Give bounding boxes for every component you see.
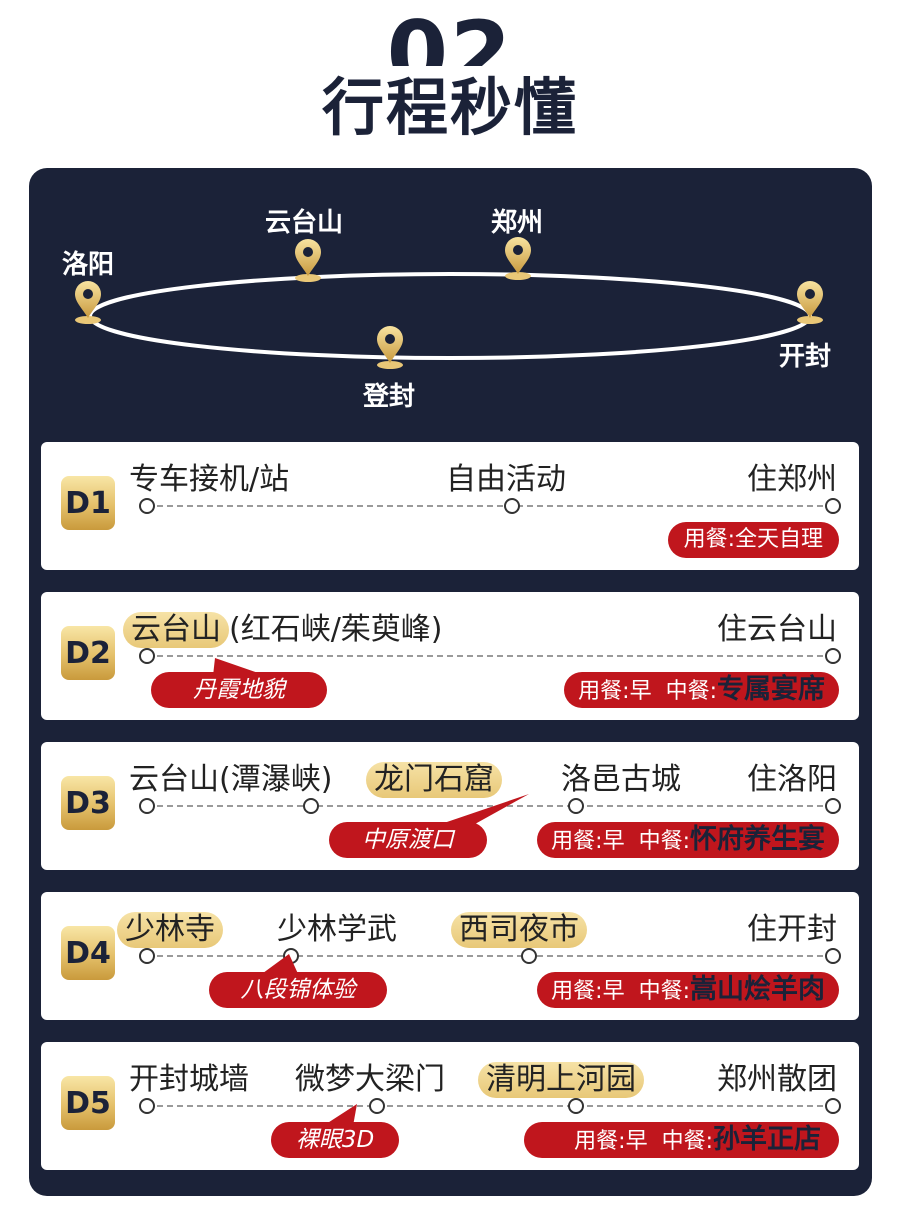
timeline-line <box>147 805 833 807</box>
timeline-dot <box>825 948 841 964</box>
pin-luoyang-icon <box>75 281 101 324</box>
meal-lunch: 怀府养生宴 <box>690 824 825 855</box>
day-stop: (红石峡/茱萸峰) <box>229 612 443 647</box>
day-stop: 云台山(潭瀑峡) <box>129 762 333 797</box>
meal-lunch: 专属宴席 <box>717 674 825 705</box>
section-number: 02 <box>386 10 514 66</box>
timeline-dot <box>504 498 520 514</box>
day-badge: D2 <box>61 626 115 680</box>
day-stop: 专车接机/站 <box>129 462 290 497</box>
route-ellipse <box>75 237 823 369</box>
meal-badge: 用餐:全天自理 <box>667 522 839 558</box>
day-stop-highlight: 清明上河园 <box>478 1062 644 1098</box>
day-card-2: D2 云台山 (红石峡/茱萸峰) 住云台山 丹霞地貌 用餐:早中餐:专属宴席 <box>41 592 859 720</box>
meal-text: 用餐:全天自理 <box>683 527 823 552</box>
pin-dengfeng-icon <box>377 326 403 369</box>
page-title: 行程秒懂 <box>321 71 578 144</box>
timeline-dot <box>139 948 155 964</box>
day-stop-highlight: 云台山 <box>123 612 229 648</box>
day-badge: D1 <box>61 476 115 530</box>
feature-tag: 丹霞地貌 <box>151 672 327 708</box>
day-card-3: D3 云台山(潭瀑峡) 龙门石窟 洛邑古城 住洛阳 中原渡口 用餐:早中餐:怀府… <box>41 742 859 870</box>
day-stop: 自由活动 <box>446 462 566 497</box>
tag-pointer-icon <box>323 1104 357 1126</box>
pin-zhengzhou-icon <box>505 237 531 280</box>
meal-lunch-label: 中餐: <box>638 979 690 1004</box>
day-stop: 住洛阳 <box>747 762 837 797</box>
timeline-dot <box>521 948 537 964</box>
day-card-1: D1 专车接机/站 自由活动 住郑州 用餐:全天自理 <box>41 442 859 570</box>
tag-pointer-icon <box>259 954 299 976</box>
feature-tag: 中原渡口 <box>329 822 487 858</box>
timeline-dot <box>139 1098 155 1114</box>
meal-lunch: 孙羊正店 <box>713 1124 821 1155</box>
day-badge: D3 <box>61 776 115 830</box>
timeline-dot <box>139 798 155 814</box>
day-stop-highlight: 少林寺 <box>117 912 223 948</box>
city-yuntaishan: 云台山 <box>265 208 344 238</box>
timeline-dot <box>825 498 841 514</box>
timeline-dot <box>825 1098 841 1114</box>
timeline-line <box>147 655 833 657</box>
tag-pointer-icon <box>213 658 267 676</box>
city-dengfeng: 登封 <box>363 382 416 412</box>
meal-badge: 用餐:早中餐:孙羊正店 <box>524 1122 839 1158</box>
day-stop: 少林学武 <box>277 912 397 947</box>
pin-kaifeng-icon <box>797 281 823 324</box>
timeline-dot <box>568 1098 584 1114</box>
meal-breakfast: 用餐:早 <box>574 1129 648 1154</box>
timeline-dot <box>568 798 584 814</box>
meal-lunch-label: 中餐: <box>661 1129 713 1154</box>
city-luoyang: 洛阳 <box>62 250 115 280</box>
meal-lunch-label: 中餐: <box>665 679 717 704</box>
day-card-5: D5 开封城墙 微梦大梁门 清明上河园 郑州散团 裸眼3D 用餐:早中餐:孙羊正… <box>41 1042 859 1170</box>
timeline-line <box>147 1105 833 1107</box>
timeline-dot <box>139 648 155 664</box>
timeline-dot <box>825 648 841 664</box>
timeline-dot <box>139 498 155 514</box>
day-stop: 郑州散团 <box>717 1062 837 1097</box>
city-zhengzhou: 郑州 <box>491 208 544 238</box>
route-map: 洛阳 云台山 郑州 开封 登封 <box>29 168 872 428</box>
city-kaifeng: 开封 <box>779 342 832 372</box>
meal-badge: 用餐:早中餐:怀府养生宴 <box>537 822 839 858</box>
pin-yuntaishan-icon <box>295 239 321 282</box>
day-stop: 微梦大梁门 <box>295 1062 445 1097</box>
timeline-dot <box>825 798 841 814</box>
meal-badge: 用餐:早中餐:嵩山烩羊肉 <box>537 972 839 1008</box>
meal-breakfast: 用餐:早 <box>578 679 652 704</box>
tag-pointer-icon <box>441 794 529 824</box>
itinerary-panel: 洛阳 云台山 郑州 开封 登封 D1 专车接机/站 自由活动 住郑州 用餐:全天… <box>29 168 872 1196</box>
timeline-line <box>147 505 833 507</box>
day-stop: 住郑州 <box>747 462 837 497</box>
meal-lunch: 嵩山烩羊肉 <box>690 974 825 1005</box>
meal-breakfast: 用餐:早 <box>551 979 625 1004</box>
meal-badge: 用餐:早中餐:专属宴席 <box>564 672 839 708</box>
day-badge: D5 <box>61 1076 115 1130</box>
day-card-4: D4 少林寺 少林学武 西司夜市 住开封 八段锦体验 用餐:早中餐:嵩山烩羊肉 <box>41 892 859 1020</box>
day-stop: 住云台山 <box>717 612 837 647</box>
day-stop: 洛邑古城 <box>561 762 681 797</box>
day-stop: 开封城墙 <box>129 1062 249 1097</box>
timeline-dot <box>303 798 319 814</box>
day-badge: D4 <box>61 926 115 980</box>
feature-tag: 八段锦体验 <box>209 972 387 1008</box>
timeline-dot <box>369 1098 385 1114</box>
day-stop-highlight: 西司夜市 <box>451 912 587 948</box>
timeline-line <box>147 955 833 957</box>
feature-tag: 裸眼3D <box>271 1122 399 1158</box>
day-stop-highlight: 龙门石窟 <box>366 762 502 798</box>
meal-breakfast: 用餐:早 <box>551 829 625 854</box>
meal-lunch-label: 中餐: <box>638 829 690 854</box>
day-stop: 住开封 <box>747 912 837 947</box>
